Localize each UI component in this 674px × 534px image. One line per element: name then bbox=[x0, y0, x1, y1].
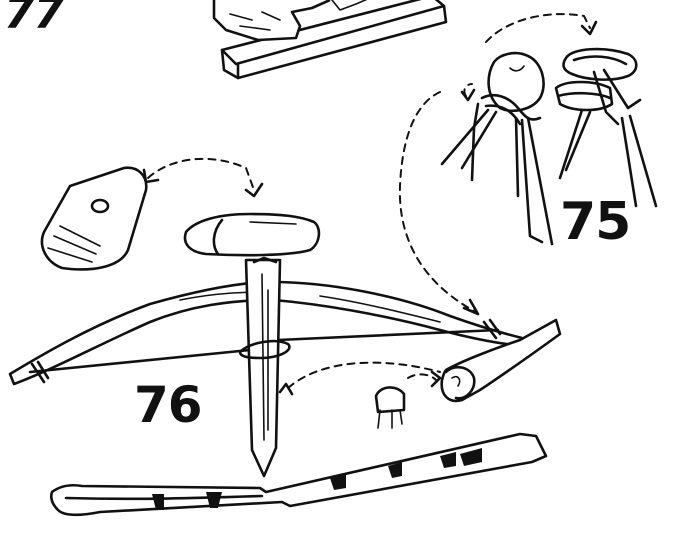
figure-77-board-and-hand bbox=[214, 0, 446, 78]
figure-number-76: 76 bbox=[134, 380, 202, 430]
figure-number-77: 77 bbox=[4, 0, 63, 36]
figure-76-bow-drill bbox=[10, 168, 560, 515]
figure-number-75: 75 bbox=[560, 196, 630, 248]
